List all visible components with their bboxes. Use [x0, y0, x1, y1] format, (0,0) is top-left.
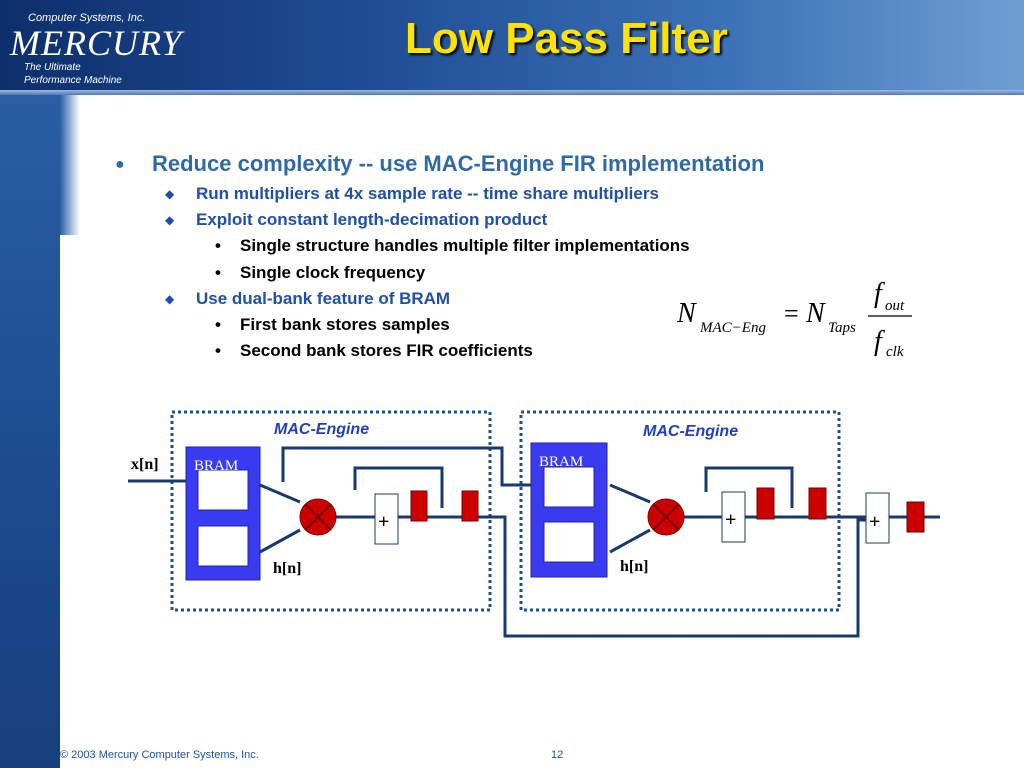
tagline-line-2: Performance Machine: [24, 75, 122, 86]
bullet-sub-3-item: First bank stores samples: [240, 315, 450, 334]
eq-denominator-subscript: clk: [886, 344, 904, 360]
logo-company: Computer Systems, Inc.: [28, 12, 146, 24]
footer-copyright: © 2003 Mercury Computer Systems, Inc.: [60, 749, 259, 761]
tagline-line-1: The Ultimate: [24, 62, 81, 73]
engine-label-2: MAC-Engine: [643, 423, 738, 440]
coeff-label-1: h[n]: [273, 560, 301, 577]
header-rule: [0, 90, 1024, 95]
wire-bram1-to-mult: [259, 483, 301, 504]
dot-bullet-icon: •: [215, 263, 221, 282]
diamond-bullet-icon: ◆: [165, 292, 175, 306]
header-bar: [0, 0, 1024, 95]
bullet-sub-2-item: Single structure handles multiple filter…: [240, 236, 690, 255]
wire-coeff2-to-mult: [609, 528, 651, 554]
adder-1: [374, 493, 399, 545]
register-2a: [756, 487, 775, 520]
adder-symbol-1: +: [378, 511, 389, 533]
sidebar-fade: [60, 95, 80, 235]
bram-1: BRAM: [185, 446, 261, 581]
register-1a: [410, 490, 428, 522]
bram-label-1: BRAM: [194, 458, 238, 474]
bullet-sub-3: Use dual-bank feature of BRAM: [196, 289, 451, 308]
multiplier-1: [299, 498, 337, 536]
engine-box-2: [519, 410, 841, 612]
dot-bullet-icon: •: [215, 236, 221, 255]
coeff-label-2: h[n]: [620, 558, 648, 575]
eq-lhs-subscript: MAC−Eng: [699, 320, 766, 336]
diamond-bullet-icon: ◆: [165, 213, 175, 227]
sidebar-band: [0, 95, 60, 768]
diamond-bullet-icon: ◆: [165, 187, 175, 201]
feedback-2: [704, 466, 794, 508]
eq-numerator-symbol: f: [874, 278, 885, 309]
bram-label-2: BRAM: [539, 454, 583, 470]
adder-symbol-final: +: [869, 511, 880, 533]
bullet-dot-icon: ●: [115, 156, 125, 173]
eq-numerator-subscript: out: [885, 298, 905, 314]
bullet-sub-1: Run multipliers at 4x sample rate -- tim…: [196, 184, 659, 203]
dot-bullet-icon: •: [215, 315, 221, 334]
adder-symbol-2: +: [725, 509, 736, 531]
bullet-sub-2-item: Single clock frequency: [240, 263, 426, 282]
engine-label-1: MAC-Engine: [274, 421, 369, 438]
register-1b: [461, 490, 479, 522]
engine-box-1: [170, 410, 492, 612]
register-final: [906, 501, 925, 533]
multiplier-2: [647, 498, 685, 536]
bullet-sub-2: Exploit constant length-decimation produ…: [196, 210, 548, 229]
wire-bram2-to-mult: [609, 483, 651, 504]
adder-2: [721, 491, 746, 543]
wire-output-1: [478, 515, 867, 638]
register-2b: [808, 487, 827, 520]
bullet-main: Reduce complexity -- use MAC-Engine FIR …: [152, 151, 765, 176]
dot-bullet-icon: •: [215, 341, 221, 360]
eq-equals: =: [784, 299, 799, 328]
eq-rhs-subscript: Taps: [828, 320, 856, 336]
equation: N MAC−Eng = N Taps f out f clk: [676, 278, 912, 360]
wire-forward-1: [281, 446, 540, 487]
slide-title: Low Pass Filter: [405, 14, 728, 63]
wires: [128, 446, 940, 638]
eq-denominator-symbol: f: [874, 326, 885, 357]
eq-rhs-symbol: N: [805, 298, 826, 329]
input-label: x[n]: [131, 456, 159, 473]
adder-final: [865, 492, 890, 544]
bram-2: BRAM: [530, 442, 608, 578]
wire-coeff1-to-mult: [259, 528, 301, 554]
feedback-1: [353, 466, 444, 508]
eq-lhs-symbol: N: [676, 298, 697, 329]
logo: MERCURY: [10, 23, 183, 63]
page-number: 12: [551, 749, 564, 761]
bullet-sub-3-item: Second bank stores FIR coefficients: [240, 341, 533, 360]
